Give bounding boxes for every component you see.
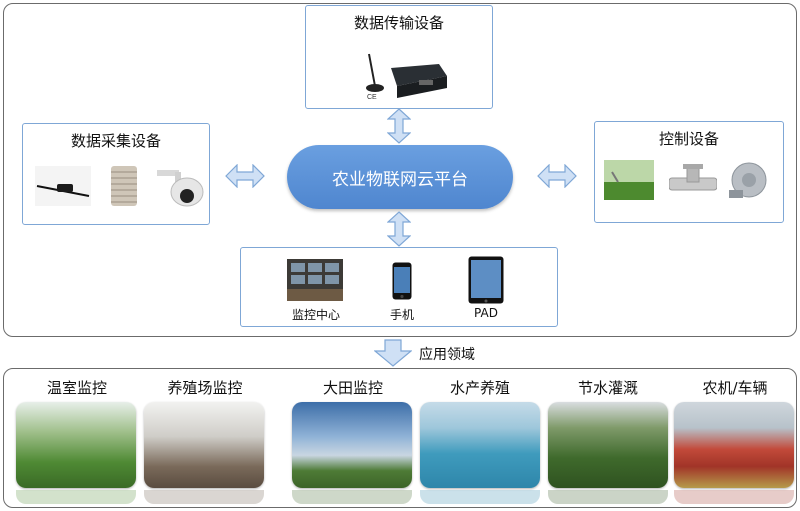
greenhouse-photo <box>16 402 136 488</box>
dome-camera-image <box>157 170 204 207</box>
sensor-probe-image <box>35 166 91 206</box>
transmission-device-image: CE <box>366 53 447 101</box>
terminal-label-phone: 手机 <box>389 308 414 322</box>
down-arrow <box>374 339 412 367</box>
terminal-label-monitoring-center: 监控中心 <box>291 308 340 322</box>
monitoring-center-image <box>287 259 343 301</box>
control-device-box: 控制设备 <box>594 121 784 223</box>
domain-title-field: 大田监控 <box>322 379 383 397</box>
livestock-farm-photo <box>144 402 264 488</box>
sprinkler-image <box>604 160 654 200</box>
domain-title-greenhouse: 温室监控 <box>46 379 107 397</box>
aquaculture-photo <box>420 402 540 488</box>
phone-image <box>392 262 412 300</box>
collection-box-title: 数据采集设备 <box>70 132 161 150</box>
valve-image <box>669 164 717 191</box>
cloud-platform: 农业物联网云平台 <box>287 145 513 209</box>
machinery-photo <box>674 402 794 488</box>
control-box-title: 控制设备 <box>658 130 719 148</box>
blower-image <box>729 162 767 198</box>
terminal-box: 监控中心 手机 PAD <box>240 247 558 327</box>
svg-text:CE: CE <box>367 94 377 101</box>
application-label: 应用领域 <box>419 347 475 363</box>
double-arrow-vertical-top <box>387 108 411 144</box>
irrigation-photo <box>548 402 668 488</box>
double-arrow-horizontal-left <box>225 164 265 188</box>
domain-title-machinery: 农机/车辆 <box>702 379 768 397</box>
transmission-box-title: 数据传输设备 <box>353 14 444 32</box>
domain-title-irrigation: 节水灌溉 <box>577 379 638 397</box>
double-arrow-vertical-bottom <box>387 211 411 247</box>
tablet-image <box>468 256 504 304</box>
double-arrow-horizontal-right <box>537 164 577 188</box>
domain-title-livestock: 养殖场监控 <box>167 379 243 397</box>
transmission-device-box: 数据传输设备 CE <box>305 5 493 109</box>
domain-title-aquaculture: 水产养殖 <box>449 379 510 397</box>
field-monitoring-photo <box>292 402 412 488</box>
weather-shield-image <box>111 166 137 206</box>
data-collection-box: 数据采集设备 <box>22 123 210 225</box>
terminal-label-pad: PAD <box>474 306 498 320</box>
